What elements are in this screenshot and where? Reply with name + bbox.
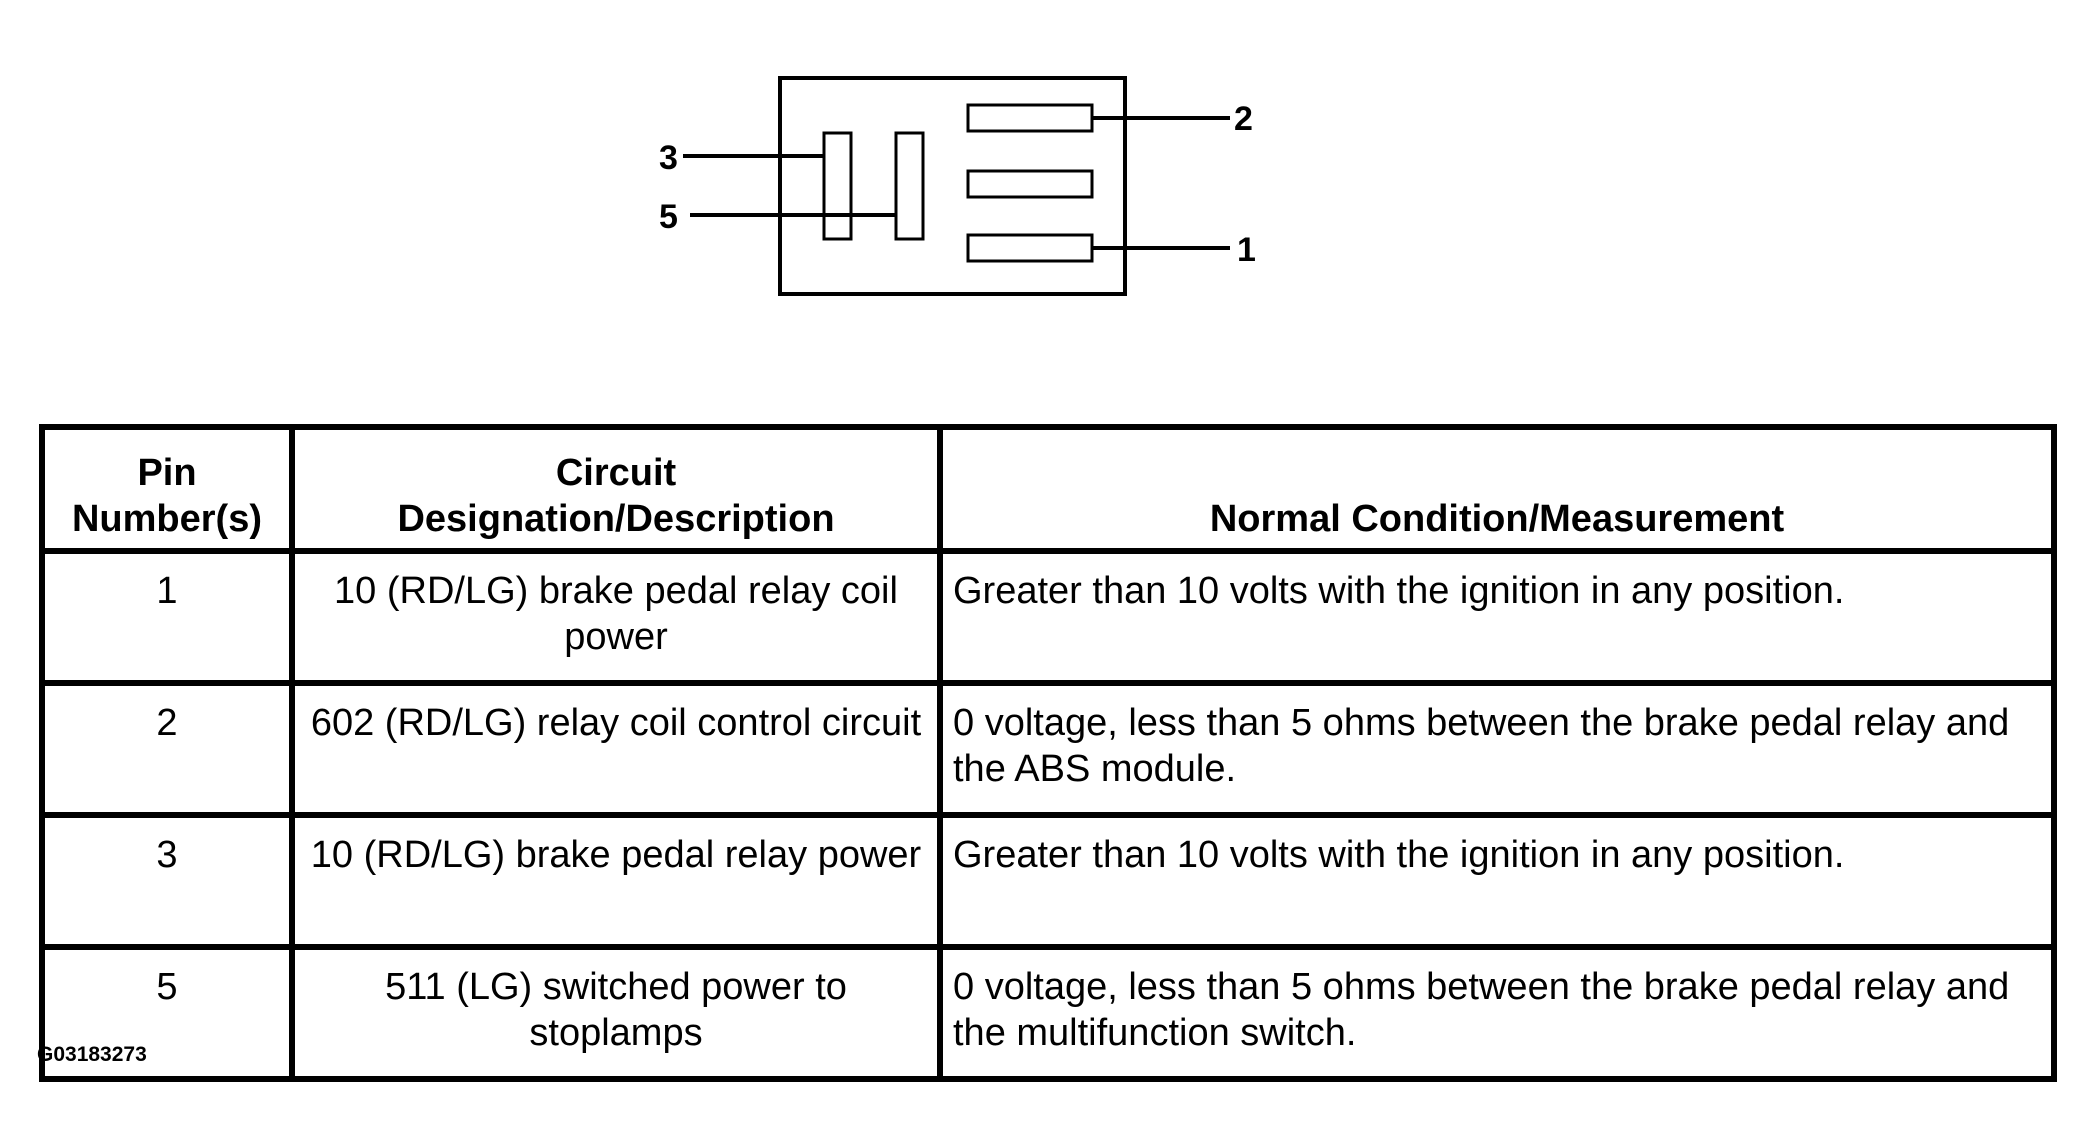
figure-id: G03183273: [37, 1043, 147, 1066]
connector-housing: [778, 76, 1127, 296]
table-row: 1 10 (RD/LG) brake pedal relay coil powe…: [39, 548, 2057, 686]
cell-circuit: 10 (RD/LG) brake pedal relay coil power: [289, 548, 943, 686]
table-header-row: Pin Number(s) Circuit Designation/Descri…: [39, 424, 2057, 554]
pin-label-1: 1: [1237, 231, 1256, 269]
header-measure-text: Normal Condition/Measurement: [1209, 498, 1785, 540]
table-row: 5 511 (LG) switched power to stoplamps 0…: [39, 944, 2057, 1082]
cell-pin: 1: [39, 548, 295, 686]
cell-circuit: 602 (RD/LG) relay coil control circuit: [289, 680, 943, 818]
table-row: 2 602 (RD/LG) relay coil control circuit…: [39, 680, 2057, 818]
cell-measurement: 0 voltage, less than 5 ohms between the …: [937, 680, 2057, 818]
header-circuit-line1: Circuit: [555, 452, 677, 494]
header-circuit-line2: Designation/Description: [397, 498, 835, 540]
header-pin-numbers: Pin Number(s): [39, 424, 295, 554]
header-pin-line2: Number(s): [71, 498, 263, 540]
cell-measurement: 0 voltage, less than 5 ohms between the …: [937, 944, 2057, 1082]
table-row: 3 10 (RD/LG) brake pedal relay power Gre…: [39, 812, 2057, 950]
cell-circuit: 511 (LG) switched power to stoplamps: [289, 944, 943, 1082]
cell-pin: 2: [39, 680, 295, 818]
terminal-pin-3: [822, 131, 853, 241]
header-circuit: Circuit Designation/Description: [289, 424, 943, 554]
pin-description-table: Pin Number(s) Circuit Designation/Descri…: [39, 424, 2057, 1082]
pin-label-3: 3: [659, 139, 678, 177]
cell-circuit: 10 (RD/LG) brake pedal relay power: [289, 812, 943, 950]
pin-label-5: 5: [659, 198, 678, 236]
cell-measurement: Greater than 10 volts with the ignition …: [937, 812, 2057, 950]
header-pin-line1: Pin: [137, 452, 197, 494]
cell-pin: 5: [39, 944, 295, 1082]
terminal-pin-5: [894, 131, 925, 241]
cell-measurement: Greater than 10 volts with the ignition …: [937, 548, 2057, 686]
terminal-pin-2: [966, 103, 1094, 133]
cell-pin: 3: [39, 812, 295, 950]
header-measurement: Normal Condition/Measurement: [937, 424, 2057, 554]
terminal-pin-1: [966, 233, 1094, 263]
relay-connector-diagram: 3 5 2 1: [659, 76, 1256, 296]
pin-label-2: 2: [1234, 100, 1253, 138]
terminal-middle: [966, 169, 1094, 199]
